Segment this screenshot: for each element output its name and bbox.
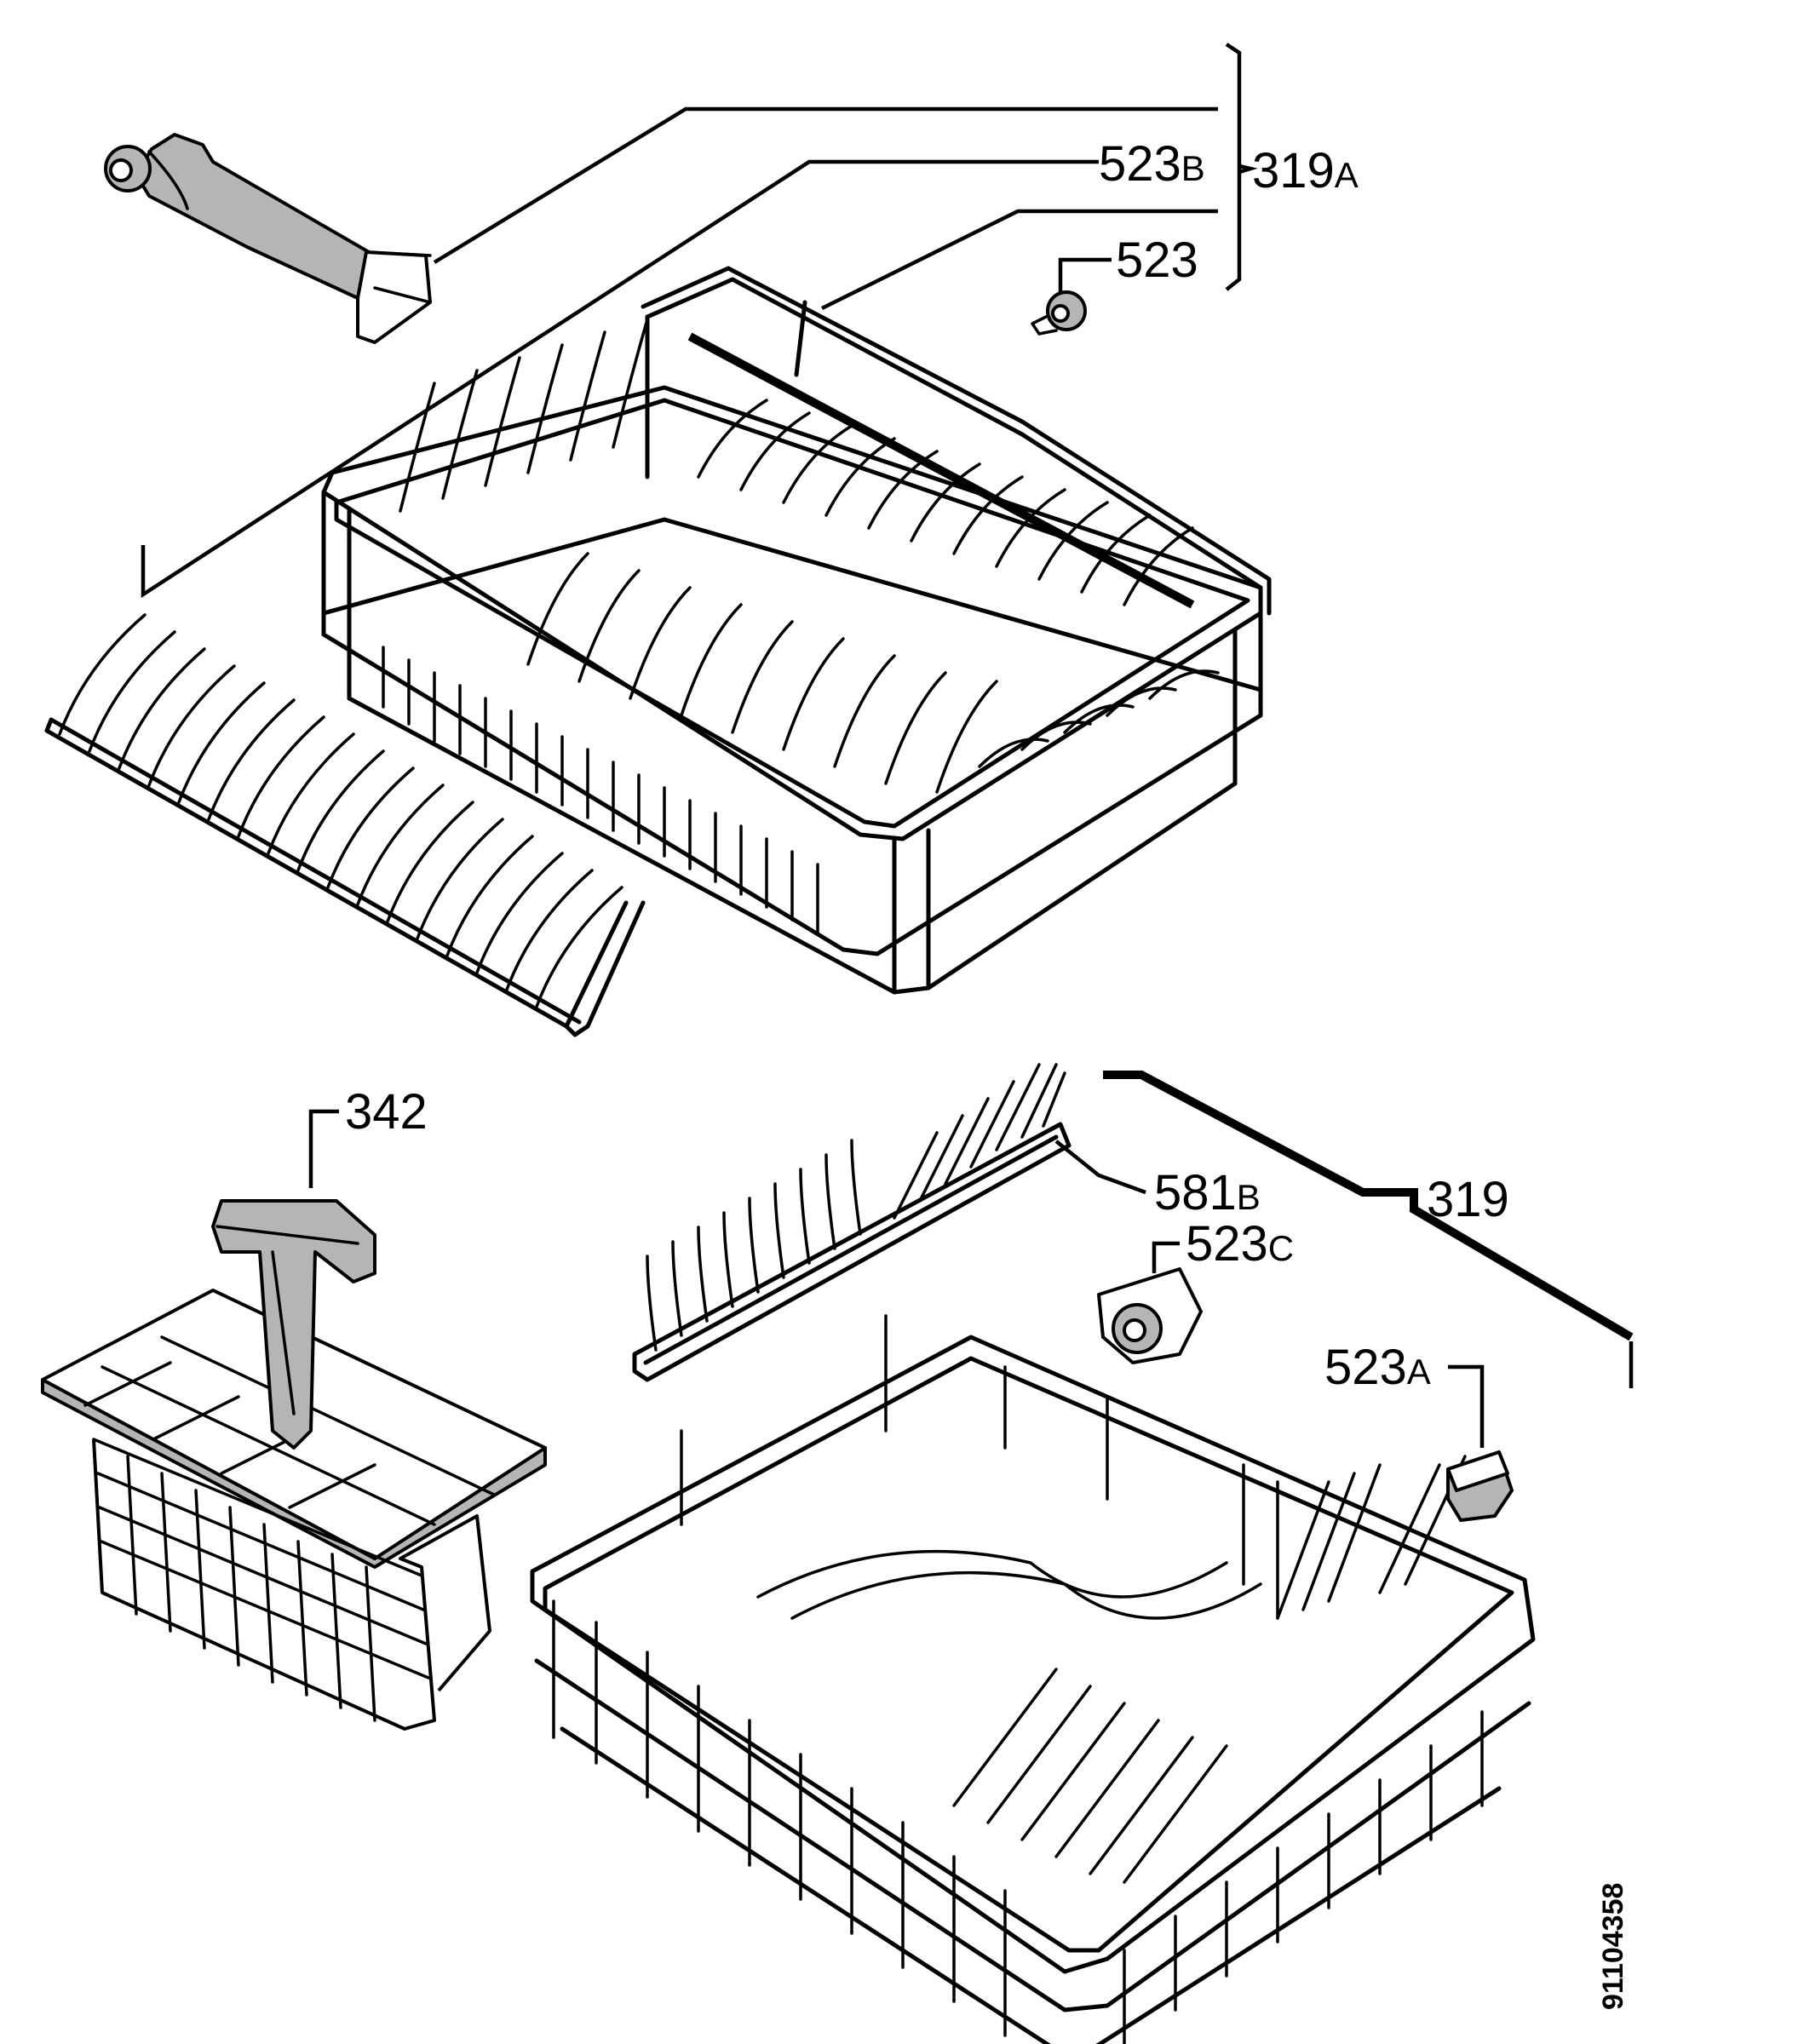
callout-581b: 581B: [1154, 1165, 1261, 1220]
callout-319: 319: [1427, 1172, 1509, 1227]
upper-leader-lines: [141, 43, 1258, 599]
callout-319a: 319A: [1252, 143, 1359, 198]
callout-523a: 523A: [1324, 1340, 1431, 1395]
lower-basket: [530, 1314, 1536, 2044]
cup-rack: [632, 1063, 1071, 1382]
upper-basket: [321, 266, 1272, 995]
callout-523c: 523C: [1186, 1216, 1294, 1272]
spray-arm-pipe: [104, 133, 432, 344]
callout-342: 342: [345, 1084, 428, 1140]
callout-523: 523: [1116, 233, 1198, 288]
cutlery-basket: [41, 1199, 547, 1731]
basket-wheel-523c: [1097, 1267, 1203, 1364]
clip-523: [1031, 290, 1087, 336]
callout-523b: 523B: [1099, 136, 1205, 192]
lower-leader-lines: [308, 1071, 1634, 1448]
fold-down-plate-rack: [44, 613, 646, 1037]
roller-523a: [1446, 1450, 1514, 1522]
document-number: 91104358: [1597, 1883, 1629, 2010]
